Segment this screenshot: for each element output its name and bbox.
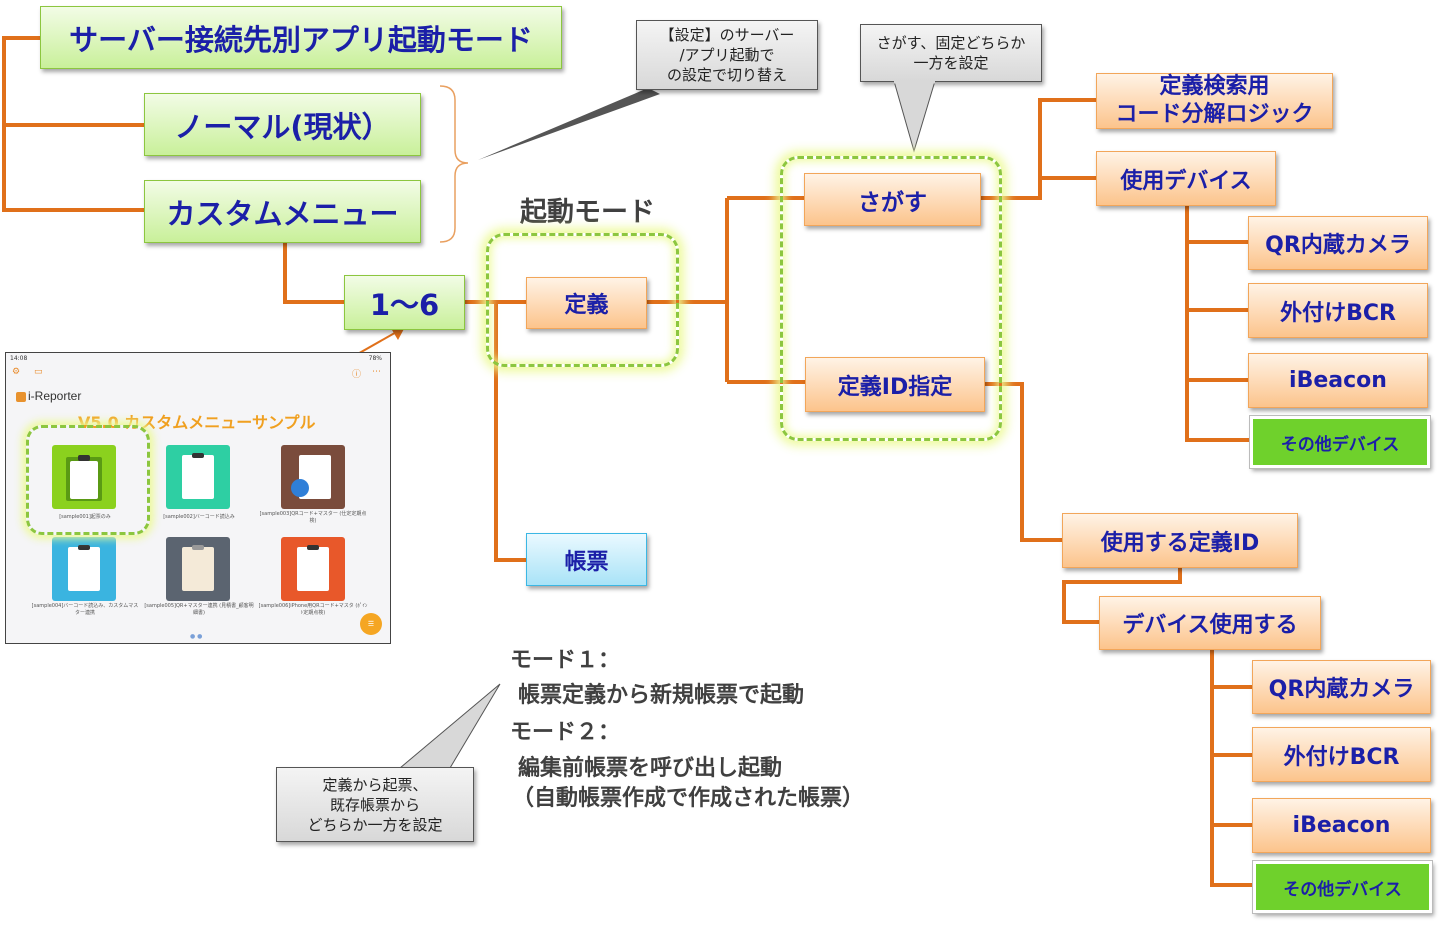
device-bottom-ibeacon: iBeacon <box>1252 798 1431 853</box>
tile-sample005-label: [sample005]QR+マスター連携 (見積書_顧客明細書) <box>144 603 254 616</box>
def-id-label: 定義ID指定 <box>837 374 953 400</box>
device-bottom-bcr: 外付けBCR <box>1252 727 1431 782</box>
search-node: さがす <box>804 173 981 226</box>
usedefid-to-deviceuse-connector <box>1062 568 1182 624</box>
use-def-id-node: 使用する定義ID <box>1062 513 1298 568</box>
def-form-callout: 定義から起票、 既存帳票から どちらか一方を設定 <box>276 767 474 842</box>
tablet-app-name: i-Reporter <box>16 389 81 403</box>
device-trunk-bottom <box>1210 650 1253 887</box>
tablet-screenshot: 14:08 78% ⚙ ▭ ⓘ ⋯ i-Reporter V5.0 カスタムメニ… <box>5 352 391 644</box>
tablet-info-icon: ⓘ <box>352 370 362 380</box>
mode1-desc: 帳票定義から新規帳票で起動 <box>518 683 805 708</box>
search-to-logic-connector <box>980 98 1097 200</box>
search-fixed-callout-line2: 一方を設定 <box>913 54 989 72</box>
tile-sample004[interactable] <box>52 537 116 601</box>
server-mode-node: サーバー接続先別アプリ起動モード <box>40 6 562 69</box>
form-node: 帳票 <box>526 533 647 586</box>
tile-sample006-label: [sample006]iPhone用QRコード+マスタ (ﾎﾟｲﾝﾄ定期点検) <box>258 603 368 616</box>
tablet-battery: 78% <box>368 355 382 362</box>
custom-menu-node: カスタムメニュー <box>144 180 421 243</box>
device-top-ibeacon-label: iBeacon <box>1289 368 1387 393</box>
device-use-node: デバイス使用する <box>1099 596 1321 650</box>
settings-callout-line1: 【設定】のサーバー <box>659 26 795 44</box>
mode2-note: （自動帳票作成で作成された帳票） <box>512 786 865 811</box>
search-fixed-callout-line1: さがす、固定どちらか <box>876 34 1026 52</box>
tile-sample006[interactable] <box>281 537 345 601</box>
settings-callout: 【設定】のサーバー /アプリ起動で の設定で切り替え <box>636 20 818 90</box>
def-form-callout-line1: 定義から起票、 <box>322 775 428 794</box>
tablet-app-name-text: i-Reporter <box>28 389 82 403</box>
tile-sample003[interactable] <box>281 445 345 509</box>
tile-sample002-label: [sample002]バーコード読込み <box>163 514 235 520</box>
tile-sample004-label: [sample004]バーコード読込み、カスタムマスター連携 <box>31 603 139 616</box>
mode2-title: モード２： <box>510 720 621 745</box>
device-top-bcr: 外付けBCR <box>1248 283 1428 338</box>
definition-label: 定義 <box>564 293 609 318</box>
def-form-callout-line3: どちらか一方を設定 <box>307 815 443 834</box>
tablet-sidebar-icon: ▭ <box>34 367 43 377</box>
brace <box>439 85 469 243</box>
startup-mode-label: 起動モード <box>520 197 655 228</box>
def-search-logic-node: 定義検索用 コード分解ロジック <box>1096 73 1333 129</box>
page-dots-indicator: ● ● <box>190 633 203 640</box>
device-bottom-qr-label: QR内蔵カメラ <box>1268 677 1415 702</box>
definition-highlight <box>486 233 679 367</box>
device-bottom-ibeacon-label: iBeacon <box>1292 813 1391 838</box>
device-top-qr: QR内蔵カメラ <box>1248 216 1428 270</box>
use-device-node: 使用デバイス <box>1096 151 1276 206</box>
device-top-bcr-label: 外付けBCR <box>1280 300 1396 326</box>
use-device-label: 使用デバイス <box>1120 168 1252 194</box>
custom-to-range-connector <box>283 242 345 304</box>
def-search-logic-line1: 定義検索用 <box>1159 74 1270 99</box>
device-top-ibeacon: iBeacon <box>1248 353 1428 408</box>
tile-sample001[interactable] <box>52 445 116 509</box>
search-fixed-callout: さがす、固定どちらか 一方を設定 <box>860 24 1042 82</box>
defid-to-usedefid-connector <box>985 382 1062 542</box>
def-form-callout-pointer <box>398 683 501 769</box>
range-node: 1～6 <box>344 275 465 330</box>
i-reporter-logo-icon <box>16 391 26 402</box>
use-def-id-label: 使用する定義ID <box>1100 530 1260 556</box>
tile-highlight <box>26 425 150 535</box>
tablet-time: 14:08 <box>10 355 28 362</box>
def-form-callout-line2: 既存帳票から <box>329 795 420 814</box>
tablet-arrow-head <box>392 327 405 340</box>
device-top-other-label: その他デバイス <box>1280 434 1400 455</box>
tile-sample005[interactable] <box>166 537 230 601</box>
device-use-label: デバイス使用する <box>1122 613 1298 638</box>
mode1-title: モード１： <box>510 648 621 673</box>
settings-callout-pointer <box>478 88 660 160</box>
tile-sample003-label: [sample003]QRコード+マスター (仕定定期点検) <box>259 511 367 524</box>
device-bottom-bcr-label: 外付けBCR <box>1283 744 1400 770</box>
form-label: 帳票 <box>564 549 609 575</box>
menu-fab-button[interactable]: ☰ <box>360 613 382 635</box>
device-bottom-qr: QR内蔵カメラ <box>1252 660 1431 714</box>
range-label: 1～6 <box>369 287 440 322</box>
tile-sample001-label: [sample001]起票のみ <box>59 514 111 520</box>
settings-callout-line3: の設定で切り替え <box>666 66 787 84</box>
form-connector <box>494 302 527 562</box>
server-mode-label: サーバー接続先別アプリ起動モード <box>69 22 533 57</box>
mode2-desc: 編集前帳票を呼び出し起動 <box>518 756 783 781</box>
tile-sample002[interactable] <box>166 445 230 509</box>
search-mode-highlight <box>780 156 1002 441</box>
tablet-gear-icon: ⚙ <box>12 367 21 377</box>
device-top-other: その他デバイス <box>1249 415 1431 469</box>
settings-callout-line2: /アプリ起動で <box>679 46 775 64</box>
normal-label: ノーマル(現状） <box>174 109 391 144</box>
device-bottom-other-label: その他デバイス <box>1283 879 1402 900</box>
search-fixed-callout-pointer <box>893 81 936 153</box>
custom-menu-label: カスタムメニュー <box>166 196 399 231</box>
device-trunk-top <box>1185 206 1250 442</box>
device-top-qr-label: QR内蔵カメラ <box>1265 233 1411 258</box>
def-search-logic-line2: コード分解ロジック <box>1115 102 1314 127</box>
normal-node: ノーマル(現状） <box>144 93 421 156</box>
def-id-node: 定義ID指定 <box>805 357 985 412</box>
definition-node: 定義 <box>526 277 647 329</box>
tablet-more-icon: ⋯ <box>372 367 381 377</box>
device-bottom-other: その他デバイス <box>1252 860 1433 914</box>
search-label: さがす <box>858 189 927 216</box>
